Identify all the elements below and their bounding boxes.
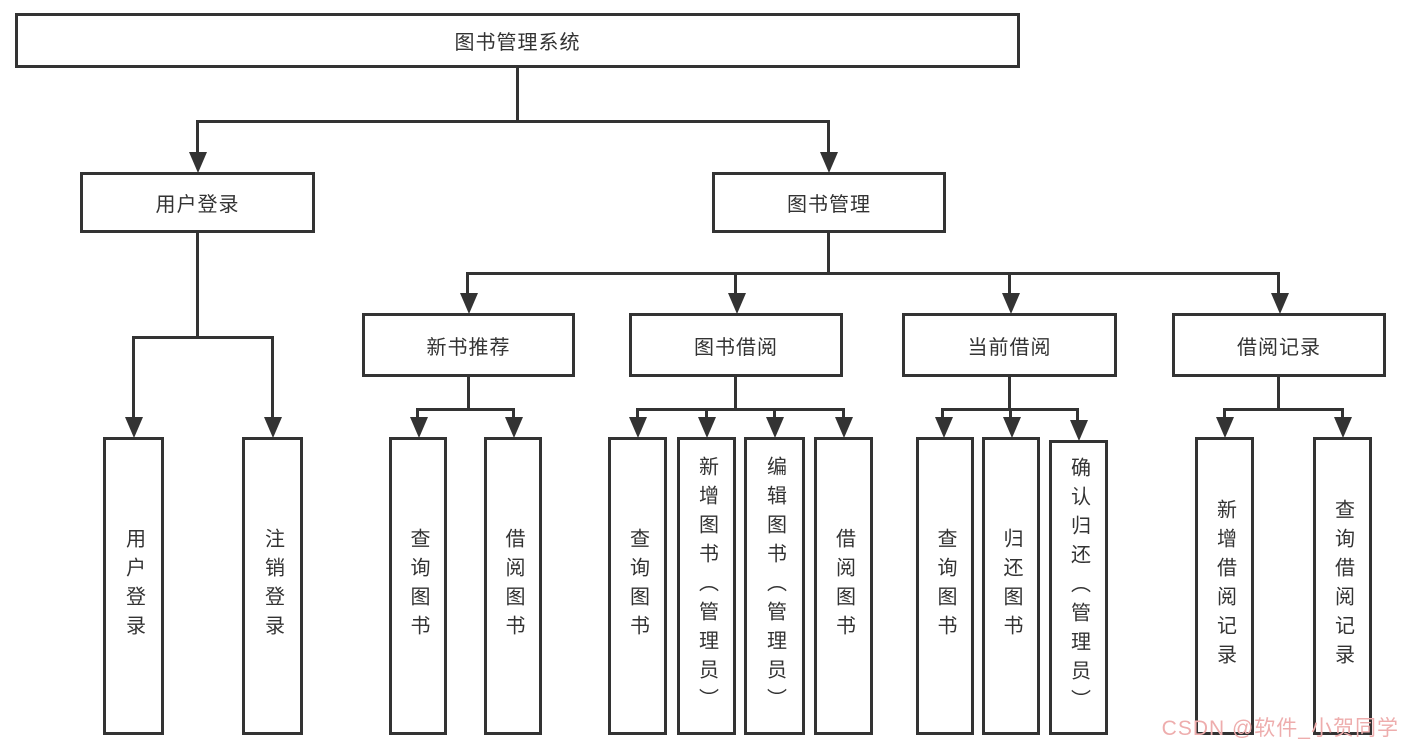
connector-line — [416, 408, 419, 420]
connector-line — [132, 336, 135, 420]
watermark: CSDN @软件_小贺同学 — [1161, 717, 1399, 740]
connector-line — [196, 233, 199, 336]
node-book-borrowing: 图书借阅 — [629, 313, 843, 377]
arrow-down-icon — [820, 152, 838, 173]
arrow-down-icon — [1334, 417, 1352, 438]
leaf-user-login: 用户登录 — [103, 437, 164, 735]
leaf-confirm-return-admin: 确认归还（管理员） — [1049, 440, 1108, 735]
connector-line — [1008, 377, 1011, 408]
leaf-query-book-newbook: 查询图书 — [389, 437, 447, 735]
arrow-down-icon — [1070, 420, 1088, 441]
connector-line — [1277, 377, 1280, 408]
connector-line — [1341, 408, 1344, 420]
connector-line — [466, 272, 1280, 275]
connector-line — [516, 68, 519, 120]
arrow-down-icon — [460, 293, 478, 314]
connector-line — [1277, 272, 1280, 296]
connector-line — [827, 233, 830, 272]
leaf-query-book-current: 查询图书 — [916, 437, 974, 735]
arrow-down-icon — [505, 417, 523, 438]
arrow-down-icon — [629, 417, 647, 438]
arrow-down-icon — [698, 417, 716, 438]
arrow-down-icon — [410, 417, 428, 438]
arrow-down-icon — [766, 417, 784, 438]
connector-line — [467, 377, 470, 408]
connector-line — [271, 336, 274, 420]
connector-line — [466, 272, 469, 296]
connector-line — [196, 120, 830, 123]
node-user-login: 用户登录 — [80, 172, 315, 233]
connector-line — [705, 408, 708, 420]
leaf-return-book: 归还图书 — [982, 437, 1040, 735]
arrow-down-icon — [1271, 293, 1289, 314]
connector-line — [512, 408, 515, 420]
connector-line — [132, 336, 274, 339]
connector-line — [196, 120, 199, 154]
root-node-library-system: 图书管理系统 — [15, 13, 1020, 68]
connector-line — [1223, 408, 1344, 411]
connector-line — [734, 272, 737, 296]
connector-line — [842, 408, 845, 420]
connector-line — [636, 408, 845, 411]
arrow-down-icon — [1003, 417, 1021, 438]
connector-line — [941, 408, 944, 420]
arrow-down-icon — [125, 417, 143, 438]
leaf-borrow-book-borrowing: 借阅图书 — [814, 437, 873, 735]
arrow-down-icon — [1002, 293, 1020, 314]
arrow-down-icon — [728, 293, 746, 314]
connector-line — [1009, 408, 1012, 420]
leaf-add-book-admin: 新增图书（管理员） — [677, 437, 736, 735]
node-current-borrowing: 当前借阅 — [902, 313, 1117, 377]
leaf-query-borrow-record: 查询借阅记录 — [1313, 437, 1372, 735]
connector-line — [1076, 408, 1079, 420]
node-borrow-records: 借阅记录 — [1172, 313, 1386, 377]
arrow-down-icon — [189, 152, 207, 173]
connector-line — [1223, 408, 1226, 420]
connector-line — [827, 120, 830, 154]
leaf-add-borrow-record: 新增借阅记录 — [1195, 437, 1254, 735]
connector-line — [734, 377, 737, 408]
arrow-down-icon — [1216, 417, 1234, 438]
connector-line — [773, 408, 776, 420]
leaf-borrow-book-newbook: 借阅图书 — [484, 437, 542, 735]
leaf-edit-book-admin: 编辑图书（管理员） — [744, 437, 805, 735]
leaf-query-book-borrowing: 查询图书 — [608, 437, 667, 735]
connector-line — [636, 408, 639, 420]
connector-line — [1008, 272, 1011, 296]
node-book-management: 图书管理 — [712, 172, 946, 233]
arrow-down-icon — [835, 417, 853, 438]
connector-line — [416, 408, 515, 411]
leaf-logout: 注销登录 — [242, 437, 303, 735]
arrow-down-icon — [264, 417, 282, 438]
node-new-book-recommend: 新书推荐 — [362, 313, 575, 377]
arrow-down-icon — [935, 417, 953, 438]
